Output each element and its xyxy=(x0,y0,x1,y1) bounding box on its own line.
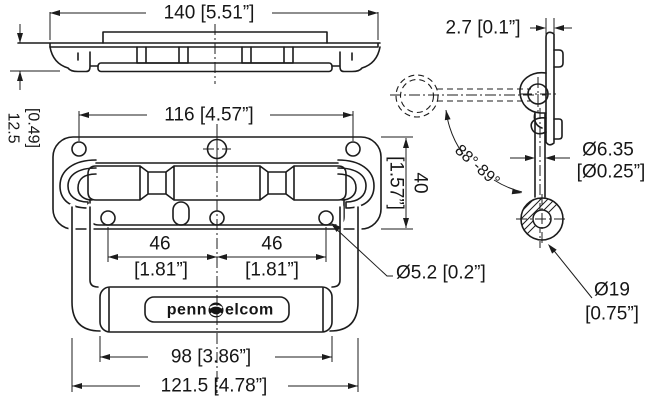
penn-elcom-logo-swoosh xyxy=(210,306,222,316)
dim-plate-height-in-label: [1.57”] xyxy=(386,156,407,210)
side-plate-edge xyxy=(546,32,554,144)
dim-depth-12-5: 12.5 [0.49] xyxy=(5,24,61,148)
dim-handle-width-label: 121.5 [4.78”] xyxy=(161,376,268,397)
dim-rod-dia: Ø6.35 [Ø0.25”] xyxy=(510,140,645,183)
pivot-crosshair xyxy=(521,77,557,112)
dim-plate-thickness-2-7: 2.7 [0.1”] xyxy=(446,18,573,39)
dim-pitch-right-in: [1.81”] xyxy=(245,260,299,281)
dim-plate-height-40: [1.57”] 40 xyxy=(381,137,431,229)
lowered-rod xyxy=(535,114,545,197)
keyhole-slot xyxy=(173,202,189,225)
dim-hole-spacing-label: 116 [4.57”] xyxy=(164,105,253,126)
dim-hole-pitch-46: 46 [1.81”] 46 [1.81”] xyxy=(108,227,326,281)
dim-swing-angle-label: 88°-89° xyxy=(451,142,502,191)
logo-text-elcom: elcom xyxy=(225,302,274,319)
mount-hole-bottom-left xyxy=(101,211,115,225)
mount-hole-top-left xyxy=(72,142,86,156)
side-top-stud xyxy=(554,50,563,67)
grip-section-hatch xyxy=(455,190,571,250)
right-pivot-block xyxy=(242,47,293,63)
plate-edge-lines xyxy=(18,43,380,47)
dim-depth-in-label: [0.49] xyxy=(25,108,42,148)
left-pivot-block xyxy=(137,47,188,63)
grip-section-crosshair xyxy=(516,194,568,245)
handle-leg-right xyxy=(330,207,358,331)
right-foot xyxy=(332,47,380,72)
dim-grip-dia-mm-label: Ø19 xyxy=(594,280,630,301)
dim-hole-spacing-116: 116 [4.57”] xyxy=(79,105,353,142)
dim-grip-length-label: 98 [3.86”] xyxy=(171,347,251,368)
handle-grip xyxy=(100,287,332,332)
dim-handle-width-121-5: 121.5 [4.78”] xyxy=(72,338,358,397)
dim-rod-dia-in-label: [Ø0.25”] xyxy=(577,162,646,183)
top-view xyxy=(18,24,380,84)
dim-grip-length-98: 98 [3.86”] xyxy=(100,336,332,368)
dim-pitch-right-mm: 46 xyxy=(261,234,282,255)
handle-leg-left xyxy=(72,207,100,331)
dim-pitch-left-in: [1.81”] xyxy=(134,260,188,281)
raised-grip-inner xyxy=(401,80,434,113)
dim-plate-height-mm-label: 40 xyxy=(410,172,431,193)
raised-grip-outline xyxy=(396,75,438,117)
dim-overall-width-140: 140 [5.51”] xyxy=(50,3,378,41)
dim-depth-mm-label: 12.5 xyxy=(5,112,22,143)
dim-rod-dia-mm-label: Ø6.35 xyxy=(582,140,634,161)
dim-plate-thickness-label: 2.7 [0.1”] xyxy=(446,18,521,39)
front-view: penn elcom xyxy=(53,124,381,393)
side-view: 88°-89° xyxy=(390,32,571,250)
mount-hole-bottom-right xyxy=(319,211,333,225)
side-bottom-stud xyxy=(554,119,562,139)
left-foot xyxy=(50,47,98,72)
dim-grip-dia-in-label: [0.75”] xyxy=(585,304,639,325)
dim-overall-width-label: 140 [5.51”] xyxy=(164,3,255,24)
dim-grip-dia-leader: Ø19 [0.75”] xyxy=(548,244,639,325)
grip-end-rings xyxy=(109,288,323,331)
logo-text-penn: penn xyxy=(167,302,207,319)
dim-hole-dia-leader: Ø5.2 [0.2”] xyxy=(331,223,486,284)
raised-tube-outline xyxy=(437,89,531,101)
mount-hole-top-right xyxy=(346,142,360,156)
right-spring-housing xyxy=(338,160,374,208)
dim-hole-dia-label: Ø5.2 [0.2”] xyxy=(396,263,486,284)
dim-pitch-left-mm: 46 xyxy=(149,234,170,255)
